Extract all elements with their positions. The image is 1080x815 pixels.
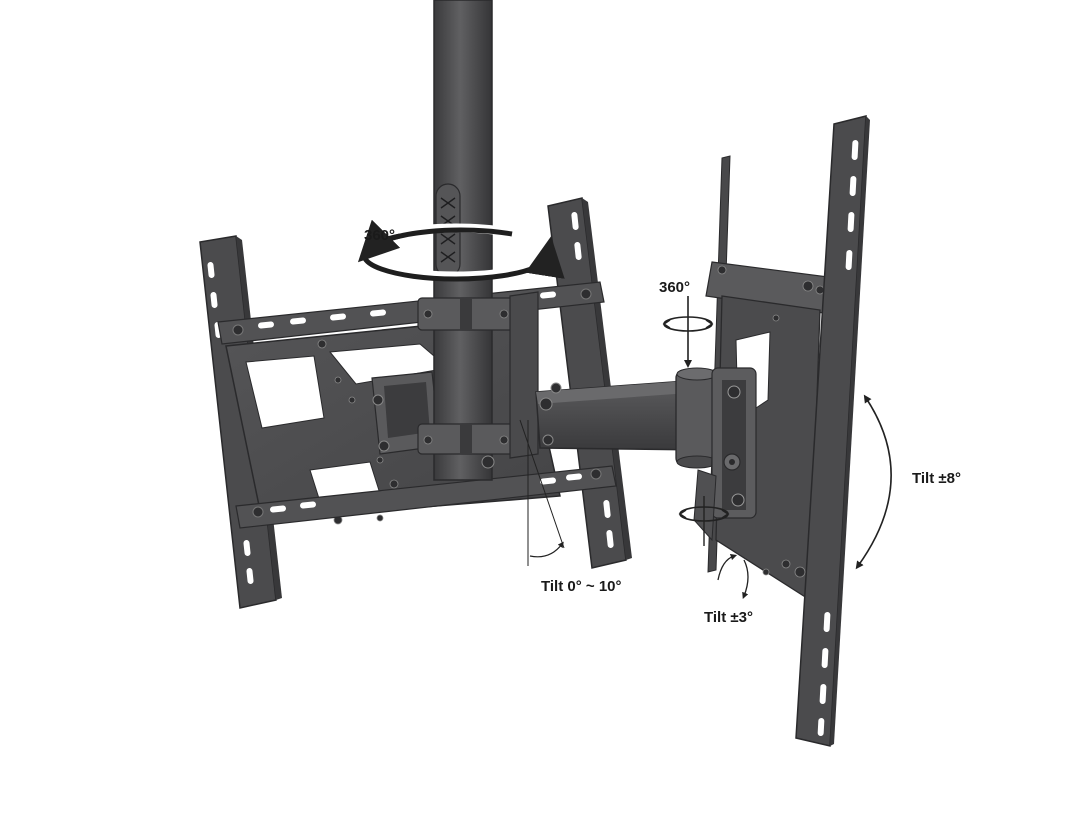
pole-rotation-label: 360° <box>364 227 396 244</box>
tilt-small-label: Tilt ±3° <box>704 609 753 626</box>
pole-clamp-lower <box>417 423 515 455</box>
swing-arm <box>535 367 719 469</box>
tilt-3-arrow <box>717 553 749 600</box>
tilt-head <box>693 261 837 602</box>
tilt-0-10-guides <box>519 419 565 566</box>
front-vertical-rail <box>795 115 870 747</box>
right-mount-assembly <box>693 115 870 747</box>
tilt-8-arrow <box>855 394 892 570</box>
right-vertical-rail <box>547 197 632 569</box>
ceiling-pole <box>417 0 539 481</box>
elbow-rotation-arrow <box>662 296 714 368</box>
tilt-left-label: Tilt 0° ~ 10° <box>541 578 622 595</box>
pole-clamp-upper <box>417 297 515 331</box>
pole-rotation-arrow <box>357 219 565 282</box>
elbow-rotation-label: 360° <box>659 279 691 296</box>
hinge-rotation-arrow <box>678 496 730 546</box>
tilt-right-label: Tilt ±8° <box>912 470 961 487</box>
